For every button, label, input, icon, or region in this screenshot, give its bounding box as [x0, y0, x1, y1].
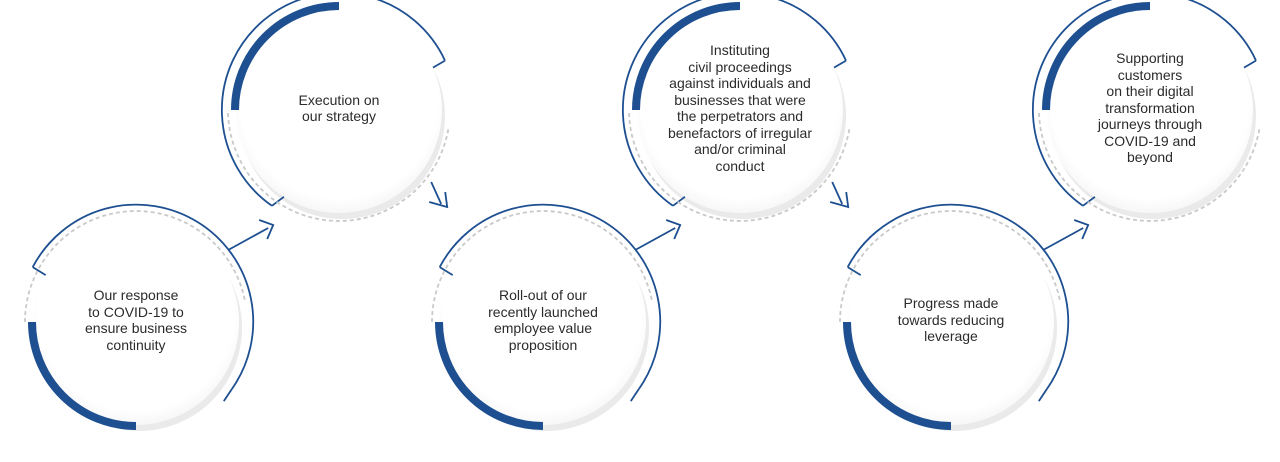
dashed-ring [628, 109, 851, 222]
dashed-ring [431, 210, 654, 323]
connector-line [430, 181, 443, 205]
step-disc [33, 219, 239, 425]
dashed-ring [839, 210, 1062, 323]
ring-tick [833, 59, 847, 69]
connector-line [634, 227, 676, 251]
step-node-1 [24, 203, 275, 431]
step-disc [440, 219, 646, 425]
outer-ring-arc [622, 0, 847, 207]
connector-line [831, 181, 844, 205]
ring-tick [223, 388, 233, 402]
outer-ring-arc [846, 203, 1070, 390]
arrow-head-icon [428, 191, 449, 209]
dashed-ring [24, 210, 247, 323]
arrow-head-icon [258, 219, 275, 240]
ring-tick [439, 266, 454, 276]
step-node-6 [1032, 0, 1261, 222]
step-node-5 [839, 203, 1090, 431]
outer-ring-arc [1032, 0, 1257, 207]
accent-arc [1042, 2, 1151, 111]
step-node-3 [431, 203, 682, 431]
dashed-ring [1038, 109, 1261, 222]
step-node-2 [221, 0, 450, 222]
ring-tick [1243, 59, 1257, 69]
step-disc [1047, 7, 1253, 213]
ring-tick [432, 59, 446, 69]
accent-arc [435, 321, 544, 430]
ring-tick [1038, 388, 1048, 402]
accent-arc [231, 2, 340, 111]
step-node-4 [622, 0, 851, 222]
arrow-head-icon [829, 191, 850, 209]
accent-arc [632, 2, 741, 111]
connector-line [1042, 227, 1084, 251]
accent-arc [28, 321, 137, 430]
step-disc [848, 219, 1054, 425]
outer-ring-arc [221, 0, 446, 207]
accent-arc [843, 321, 952, 430]
step-disc [236, 7, 442, 213]
ring-tick [672, 196, 686, 207]
ring-tick [847, 266, 862, 276]
ring-tick [271, 196, 285, 207]
ring-tick [1082, 196, 1096, 207]
step-disc [637, 7, 843, 213]
connector-line [227, 227, 269, 251]
outer-ring-arc [31, 203, 255, 390]
dashed-ring [227, 109, 450, 222]
ring-tick [32, 266, 47, 276]
arrow-head-icon [665, 219, 682, 240]
outer-ring-arc [438, 203, 662, 390]
arrow-head-icon [1073, 219, 1090, 240]
ring-tick [630, 388, 640, 402]
